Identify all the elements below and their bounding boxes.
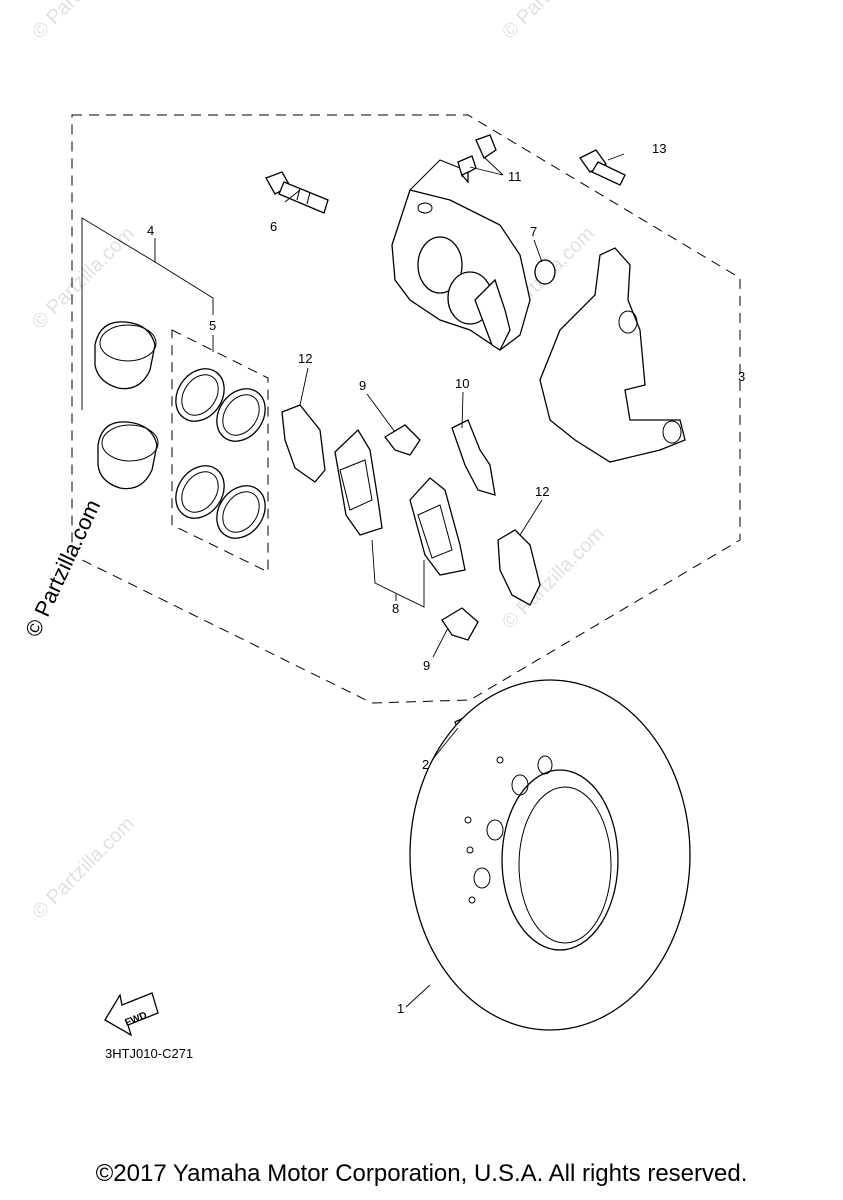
grommet [534,259,556,285]
seal-group-boundary [171,329,269,573]
callout-1: 1 [397,1001,404,1016]
callout-5: 5 [209,318,216,333]
pistons [94,321,159,490]
pad-shim-left [281,404,326,483]
callout-3: 3 [738,369,745,384]
callout-2: 2 [422,757,429,772]
brake-disc [409,679,691,1031]
caliper-pin-bolt [265,171,329,214]
caliper-body [391,159,531,351]
bracket-bolt [579,149,626,186]
watermark: © Partzilla.com [28,813,139,924]
pad-retainer [451,419,496,496]
callout-6: 6 [270,219,277,234]
seals [175,368,266,539]
watermark: © Partzilla.com [28,223,139,334]
brake-pads [334,428,466,576]
callout-9-upper: 9 [359,378,366,393]
watermark: © Partzilla.com [498,0,609,44]
callout-9-lower: 9 [423,658,430,673]
callout-4: 4 [147,223,154,238]
fwd-arrow: FWD [104,992,159,1037]
drawing-code: 3HTJ010-C271 [105,1046,194,1061]
callouts: 1 2 3 4 5 6 7 8 9 9 10 11 12 12 13 [147,141,745,1016]
copyright-notice: ©2017 Yamaha Motor Corporation, U.S.A. A… [95,1160,748,1187]
callout-8: 8 [392,601,399,616]
callout-10: 10 [455,376,469,391]
callout-12-left: 12 [298,351,312,366]
leader-lines [81,153,625,1008]
callout-11: 11 [508,169,522,184]
caliper-bracket [539,247,686,463]
callout-13: 13 [652,141,666,156]
pad-spring-upper [384,424,421,456]
caliper-assembly-boundary [71,114,741,704]
pad-spring-lower [441,607,479,641]
callout-7: 7 [530,224,537,239]
bleed-screw [457,134,497,184]
watermark: © Partzilla.com [28,0,139,44]
pad-shim-right [497,529,541,606]
callout-12-right: 12 [535,484,549,499]
